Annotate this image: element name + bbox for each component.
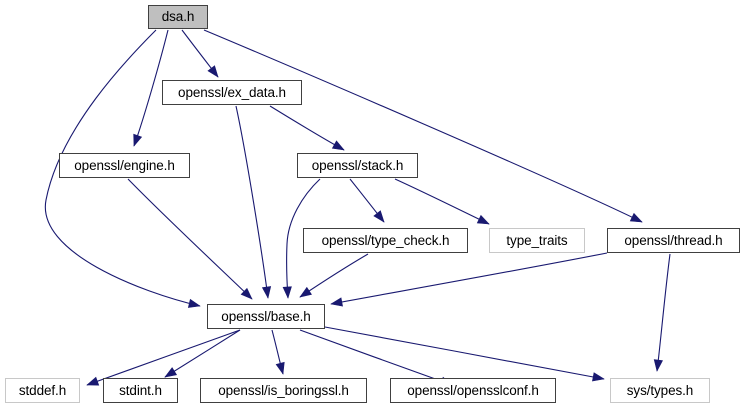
node-type_check[interactable]: openssl/type_check.h	[303, 228, 468, 253]
node-label-ex_data: openssl/ex_data.h	[178, 84, 286, 100]
arrowhead-dsa-to-base	[187, 298, 201, 308]
arrowhead-ex_data-to-base	[261, 286, 272, 299]
arrowhead-ex_data-to-stack	[331, 140, 345, 151]
node-label-dsa: dsa.h	[161, 9, 195, 25]
node-label-opensslconf: openssl/opensslconf.h	[407, 382, 539, 398]
node-dsa[interactable]: dsa.h	[148, 5, 208, 29]
arrowhead-stack-to-type_check	[373, 210, 385, 223]
arrowhead-stack-to-base	[282, 286, 292, 299]
node-engine[interactable]: openssl/engine.h	[59, 153, 190, 178]
node-label-is_boringssl: openssl/is_boringssl.h	[218, 382, 349, 398]
node-label-engine: openssl/engine.h	[74, 157, 175, 173]
edge-thread-to-base	[330, 252, 608, 305]
node-label-thread: openssl/thread.h	[624, 232, 723, 248]
node-label-systypes: sys/types.h	[626, 382, 694, 398]
arrowhead-dsa-to-ex_data	[207, 65, 219, 78]
node-systypes[interactable]: sys/types.h	[610, 378, 710, 403]
node-label-type_traits: type_traits	[506, 232, 568, 248]
node-type_traits[interactable]: type_traits	[489, 228, 585, 253]
arrowhead-thread-to-base	[330, 297, 343, 307]
node-opensslconf[interactable]: openssl/opensslconf.h	[390, 378, 556, 403]
edge-stack-to-type_traits	[394, 178, 490, 225]
edge-base-to-systypes	[324, 326, 605, 380]
arrowhead-base-to-stdint	[164, 367, 178, 378]
edge-type_check-to-base	[299, 253, 369, 298]
node-stdint[interactable]: stdint.h	[103, 378, 178, 403]
arrowhead-engine-to-base	[240, 287, 253, 300]
arrowhead-base-to-is_boringssl	[275, 361, 285, 375]
edge-dsa-to-thread	[203, 29, 643, 223]
edge-stack-to-base	[286, 178, 321, 299]
node-label-stddef: stddef.h	[18, 382, 67, 398]
node-label-type_check: openssl/type_check.h	[321, 232, 450, 248]
edge-base-to-stddef	[86, 329, 241, 386]
node-base[interactable]: openssl/base.h	[207, 304, 325, 329]
edge-dsa-to-base	[44, 29, 201, 307]
node-label-stdint: stdint.h	[119, 382, 162, 398]
node-thread[interactable]: openssl/thread.h	[607, 228, 740, 253]
node-stack[interactable]: openssl/stack.h	[297, 153, 418, 178]
edge-engine-to-base	[127, 178, 253, 300]
node-label-base: openssl/base.h	[221, 308, 311, 324]
arrowhead-base-to-stddef	[86, 376, 100, 386]
arrowhead-dsa-to-thread	[629, 212, 643, 223]
edge-base-to-stdint	[164, 329, 241, 378]
arrowhead-stack-to-type_traits	[476, 214, 490, 225]
node-label-stack: openssl/stack.h	[311, 157, 404, 173]
edge-ex_data-to-base	[235, 105, 269, 299]
arrowhead-type_check-to-base	[299, 286, 312, 298]
edge-base-to-opensslconf	[299, 329, 453, 386]
arrowhead-thread-to-systypes	[653, 359, 663, 372]
node-is_boringssl[interactable]: openssl/is_boringssl.h	[200, 378, 367, 403]
edge-ex_data-to-stack	[269, 105, 345, 151]
arrowhead-dsa-to-engine	[133, 133, 143, 147]
node-stddef[interactable]: stddef.h	[5, 378, 80, 403]
edge-thread-to-systypes	[656, 253, 671, 372]
arrowhead-base-to-systypes	[592, 372, 605, 382]
node-ex_data[interactable]: openssl/ex_data.h	[162, 80, 302, 105]
